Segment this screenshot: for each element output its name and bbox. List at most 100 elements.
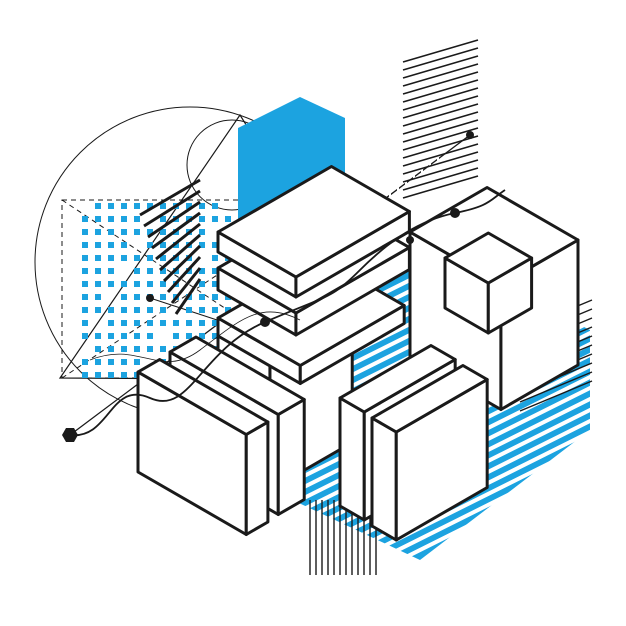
blue-dot bbox=[95, 346, 101, 352]
blue-dot bbox=[121, 242, 127, 248]
node-dot bbox=[450, 208, 460, 218]
blue-dot bbox=[121, 229, 127, 235]
isometric-boxes bbox=[136, 165, 580, 542]
hatch-line bbox=[155, 222, 201, 261]
blue-dot bbox=[212, 268, 218, 274]
blue-dot bbox=[160, 203, 166, 209]
blue-dot bbox=[225, 216, 231, 222]
panel-front-top-face bbox=[136, 358, 270, 436]
hatch-line bbox=[402, 151, 479, 175]
blue-dot bbox=[108, 333, 114, 339]
hatch-line bbox=[402, 135, 479, 159]
blue-dot bbox=[212, 294, 218, 300]
blue-dot bbox=[212, 255, 218, 261]
panel-front-right-face bbox=[244, 420, 270, 536]
blue-dot bbox=[134, 333, 140, 339]
blue-dot bbox=[147, 268, 153, 274]
right-panel-1-top-face bbox=[338, 344, 457, 414]
hatch-line bbox=[143, 189, 201, 228]
blue-dot bbox=[134, 346, 140, 352]
hatch-line bbox=[519, 380, 593, 412]
blue-dot bbox=[95, 307, 101, 313]
hatch-line bbox=[159, 233, 201, 272]
blue-dot bbox=[160, 294, 166, 300]
blue-dot bbox=[199, 307, 205, 313]
blue-dot bbox=[134, 268, 140, 274]
connector-nodes bbox=[62, 131, 506, 442]
blue-dot bbox=[212, 203, 218, 209]
blue-dot bbox=[95, 216, 101, 222]
thin-curve bbox=[89, 311, 301, 362]
blue-dot bbox=[147, 320, 153, 326]
blue-dot bbox=[108, 320, 114, 326]
blue-dot bbox=[186, 320, 192, 326]
hatch-line bbox=[139, 178, 201, 217]
blue-dot bbox=[82, 229, 88, 235]
hatch-line bbox=[162, 244, 202, 283]
blue-dot bbox=[82, 281, 88, 287]
blue-dot bbox=[134, 359, 140, 365]
blue-dot bbox=[121, 320, 127, 326]
blue-dot bbox=[186, 333, 192, 339]
blue-dot bbox=[82, 307, 88, 313]
blue-dot bbox=[160, 320, 166, 326]
blue-dot bbox=[95, 203, 101, 209]
blue-dot bbox=[108, 359, 114, 365]
hatch-line bbox=[402, 63, 479, 87]
hatch-line bbox=[151, 211, 201, 250]
blue-dot bbox=[212, 216, 218, 222]
blue-dot bbox=[121, 333, 127, 339]
blue-dot bbox=[199, 216, 205, 222]
blue-dot bbox=[147, 346, 153, 352]
blue-dot bbox=[199, 320, 205, 326]
white-stripe bbox=[263, 458, 601, 626]
blue-dot bbox=[82, 294, 88, 300]
hatch-line bbox=[402, 175, 479, 199]
panel-back-top-face bbox=[168, 335, 306, 416]
blue-dot bbox=[134, 307, 140, 313]
hatch-line bbox=[402, 119, 479, 143]
blue-dot bbox=[147, 307, 153, 313]
white-stripe bbox=[249, 436, 601, 615]
blue-dot bbox=[173, 333, 179, 339]
hatch-line bbox=[170, 267, 202, 304]
blue-dot bbox=[95, 255, 101, 261]
blue-dot bbox=[121, 372, 127, 378]
blue-dot bbox=[134, 216, 140, 222]
panel-back-right-face bbox=[276, 398, 306, 516]
blue-dot bbox=[160, 346, 166, 352]
hatch-line bbox=[402, 79, 479, 103]
node-dot bbox=[146, 294, 154, 302]
blue-dot bbox=[173, 320, 179, 326]
node-dot bbox=[406, 236, 414, 244]
blue-dot bbox=[160, 307, 166, 313]
blue-dot bbox=[199, 294, 205, 300]
blue-dot bbox=[108, 242, 114, 248]
blue-dot bbox=[108, 307, 114, 313]
blue-dot bbox=[147, 242, 153, 248]
hatch-line bbox=[166, 255, 202, 294]
node-dot bbox=[260, 317, 270, 327]
inner-cube-top-face bbox=[443, 231, 534, 285]
blue-dot bbox=[82, 268, 88, 274]
blue-dot bbox=[212, 333, 218, 339]
blue-dot bbox=[147, 333, 153, 339]
blue-dot bbox=[199, 203, 205, 209]
blue-dot bbox=[95, 359, 101, 365]
blue-dot bbox=[82, 216, 88, 222]
right-panel-2-left-face bbox=[370, 416, 398, 542]
blue-dot bbox=[160, 255, 166, 261]
hatch-line bbox=[402, 103, 479, 127]
blue-dot bbox=[95, 242, 101, 248]
blue-dot bbox=[160, 242, 166, 248]
blue-dot bbox=[134, 229, 140, 235]
hatch-line bbox=[402, 111, 479, 135]
blue-dot bbox=[95, 333, 101, 339]
blue-dot bbox=[134, 281, 140, 287]
right-panel-2-top-face bbox=[370, 364, 489, 434]
blue-dot bbox=[199, 268, 205, 274]
hatch-line bbox=[402, 167, 479, 191]
blue-dot bbox=[160, 216, 166, 222]
blue-dot bbox=[121, 307, 127, 313]
